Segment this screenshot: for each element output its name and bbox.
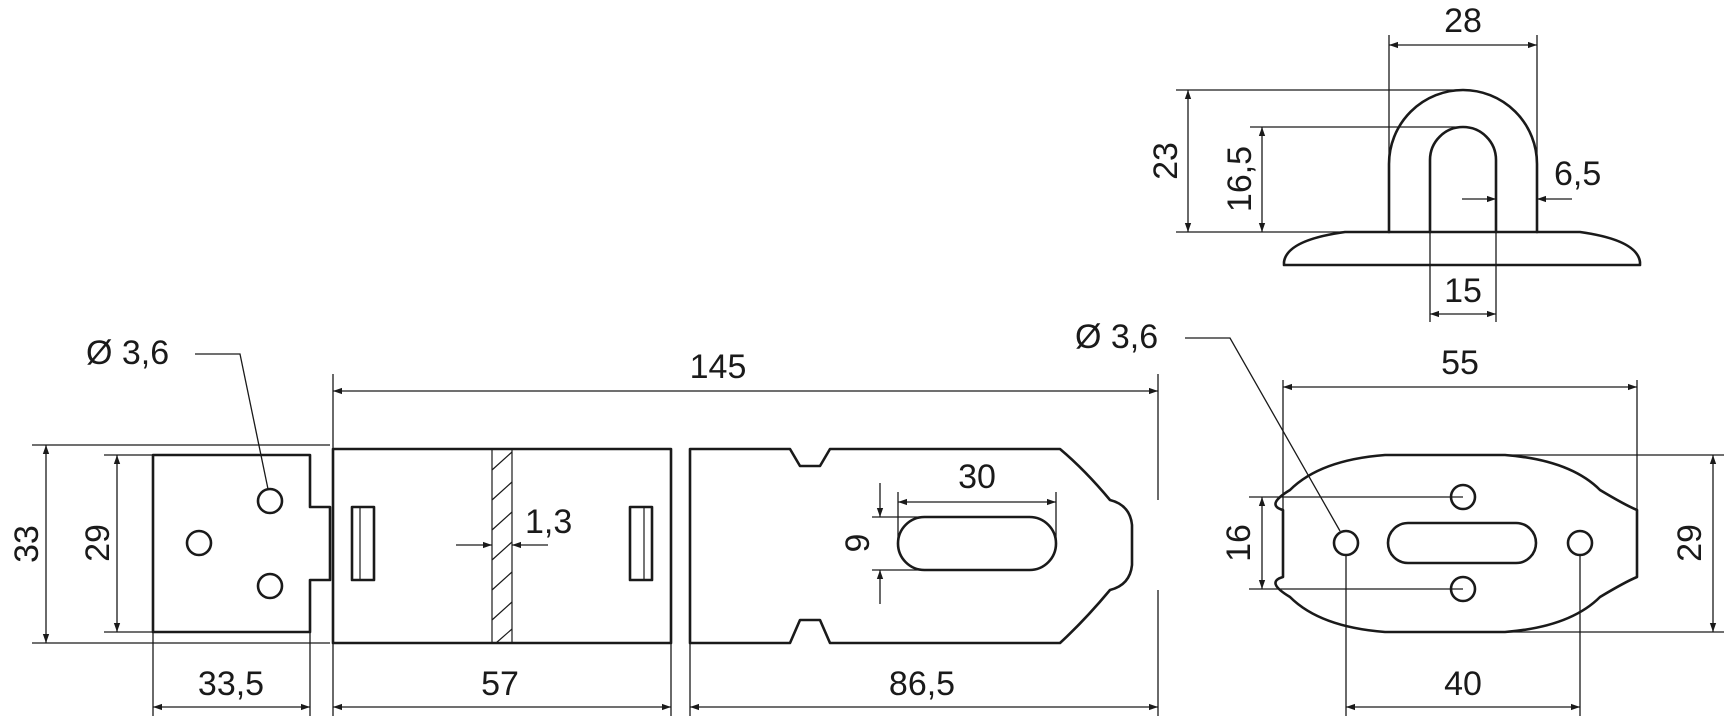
staple-width-label: 28 (1444, 2, 1482, 40)
overall-height-label: 33 (8, 525, 46, 563)
staple-loop-inner (1428, 125, 1498, 234)
plate-hole-top (256, 487, 284, 515)
plate-hole-left (185, 529, 213, 557)
plate-hole-bottom (256, 572, 284, 600)
base-plate-outline (151, 453, 332, 634)
plate-height-label: 29 (79, 524, 117, 562)
staple-hole-leader (1185, 337, 1341, 532)
hinge-length-label: 57 (481, 665, 519, 703)
hinge-knuckle-right (628, 505, 654, 582)
staple-hole-left (1332, 529, 1360, 557)
staple-slot (1386, 521, 1538, 565)
staple-inner-height-label: 16,5 (1221, 146, 1259, 212)
hasp-part-outline (688, 447, 1134, 645)
hasp-dimensions: Ø 3,6 145 33 29 33,5 57 86,5 (8, 334, 1159, 716)
hinge-part-outline (331, 447, 673, 645)
hasp-hole-leader (195, 353, 269, 490)
overall-length-label: 145 (690, 348, 747, 386)
staple-top-view (1274, 453, 1639, 634)
hinge-section-hatch (491, 449, 513, 644)
hole-spacing-vertical-label: 16 (1220, 524, 1258, 562)
hasp-slot (896, 515, 1058, 572)
staple-top-dimensions: Ø 3,6 55 16 29 40 (1075, 318, 1724, 716)
staple-base-outline (1282, 230, 1642, 267)
slot-width-label: 9 (839, 534, 877, 553)
thickness-label: 1,3 (525, 503, 572, 541)
staple-side-dimensions: 28 23 16,5 6,5 15 (1147, 2, 1601, 322)
staple-inner-width-label: 15 (1444, 272, 1482, 310)
hasp-assembly (151, 447, 1134, 645)
slot-length-label: 30 (958, 458, 996, 496)
staple-base-width-label: 29 (1671, 524, 1709, 562)
staple-hole-right (1566, 529, 1594, 557)
staple-height-label: 23 (1147, 142, 1185, 180)
staple-base-length-label: 55 (1441, 344, 1479, 382)
staple-loop-outer (1387, 88, 1539, 234)
hasp-length-label: 86,5 (889, 665, 955, 703)
hole-spacing-horizontal-label: 40 (1444, 665, 1482, 703)
hinge-knuckle-left (350, 505, 376, 582)
wire-thickness-label: 6,5 (1554, 155, 1601, 193)
staple-hole-diameter-label: Ø 3,6 (1075, 318, 1158, 356)
hasp-hole-diameter-label: Ø 3,6 (86, 334, 169, 372)
staple-plate-outline (1274, 453, 1639, 634)
plate-width-label: 33,5 (198, 665, 264, 703)
